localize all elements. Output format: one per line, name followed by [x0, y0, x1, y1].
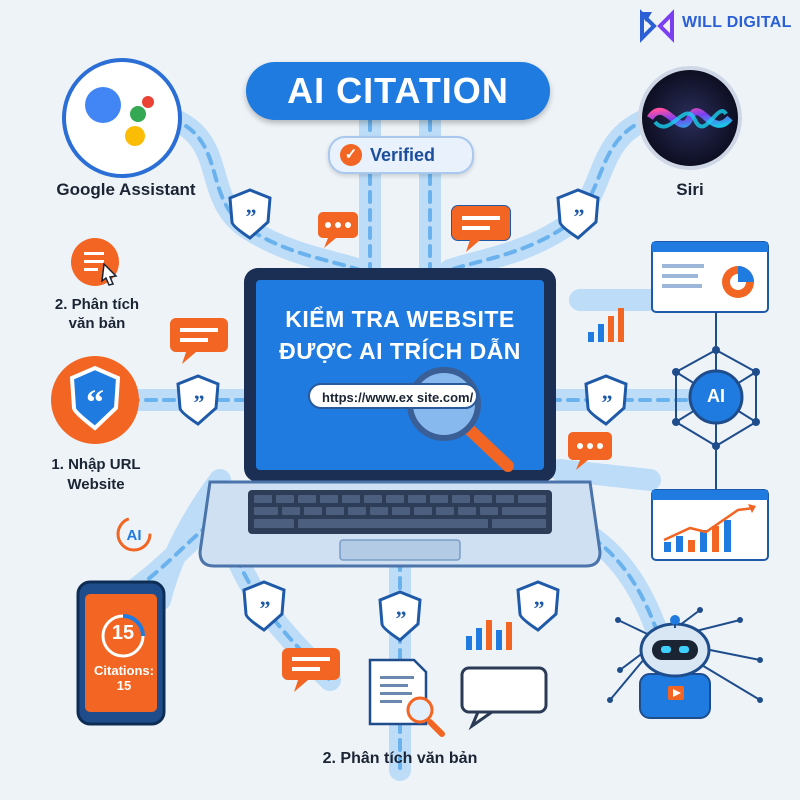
svg-text:“: “ — [86, 382, 104, 422]
svg-text:”: ” — [396, 606, 407, 631]
quote-shield-icon: ” — [556, 188, 600, 240]
step1-line1: 1. Nhập URL — [51, 456, 141, 473]
chat-bubble-icon — [170, 318, 228, 364]
robot-network-icon — [607, 607, 763, 719]
laptop-headline-1: KIỂM TRA WEBSITE — [285, 306, 515, 332]
quote-shield-icon: ” — [516, 580, 560, 632]
citations-label: Citations: 15 — [88, 663, 160, 693]
chat-bubble-icon — [451, 205, 511, 252]
quote-shield-icon: ” — [378, 590, 422, 642]
brand-name: WILL DIGITAL — [682, 14, 792, 31]
step1-line2: Website — [67, 476, 125, 493]
ai-refresh-icon: AI — [116, 516, 152, 552]
citation-count: 15 — [111, 622, 135, 644]
bar-chart-small-icon — [588, 308, 624, 342]
chat-bubble-icon — [318, 212, 358, 248]
svg-text:”: ” — [574, 204, 585, 229]
url-input[interactable]: https://www.ex site.com/ — [308, 383, 478, 409]
document-cursor-icon — [71, 238, 119, 286]
svg-text:”: ” — [194, 390, 205, 415]
step2-left-line1: 2. Phân tích — [54, 296, 140, 313]
quote-shield-icon: ” — [228, 188, 272, 240]
chat-bubble-icon — [282, 648, 340, 692]
step2-bottom: 2. Phân tích văn bản — [322, 750, 478, 767]
quote-shield-large-icon: “ — [51, 356, 139, 444]
svg-text:”: ” — [246, 204, 257, 229]
svg-text:”: ” — [534, 596, 545, 621]
will-digital-logo-icon — [640, 9, 674, 43]
ai-badge-text: AI — [127, 527, 142, 544]
trend-report-icon — [651, 489, 769, 561]
smartphone-icon — [76, 580, 166, 726]
step2-left-line2: văn bản — [68, 315, 126, 332]
verified-label: Verified — [370, 145, 436, 165]
ai-network-icon — [672, 312, 760, 490]
laptop-headline-2: ĐƯỢC AI TRÍCH DẪN — [279, 338, 521, 364]
quote-shield-icon: ” — [242, 580, 286, 632]
siri-label: Siri — [676, 180, 704, 199]
document-search-icon — [368, 658, 445, 737]
verified-badge: ✓ Verified — [328, 136, 474, 174]
google-assistant-label: Google Assistant — [56, 180, 196, 199]
checkmark-icon: ✓ — [340, 144, 362, 166]
svg-text:”: ” — [260, 596, 271, 621]
bar-chart-icon — [466, 620, 512, 650]
laptop-illustration — [198, 268, 602, 568]
citations-title: Citations: — [94, 663, 154, 678]
quote-shield-icon: ” — [176, 374, 220, 426]
ai-node-label: AI — [707, 386, 725, 406]
chat-bubble-icon — [568, 432, 612, 470]
google-assistant-icon — [62, 58, 182, 178]
siri-icon — [638, 66, 742, 170]
page-title: AI CITATION — [246, 62, 550, 120]
svg-text:”: ” — [602, 390, 613, 415]
quote-shield-icon: ” — [584, 374, 628, 426]
report-pie-chart-icon — [651, 241, 769, 313]
chat-bubble-icon — [460, 666, 548, 731]
citations-value: 15 — [116, 678, 132, 693]
